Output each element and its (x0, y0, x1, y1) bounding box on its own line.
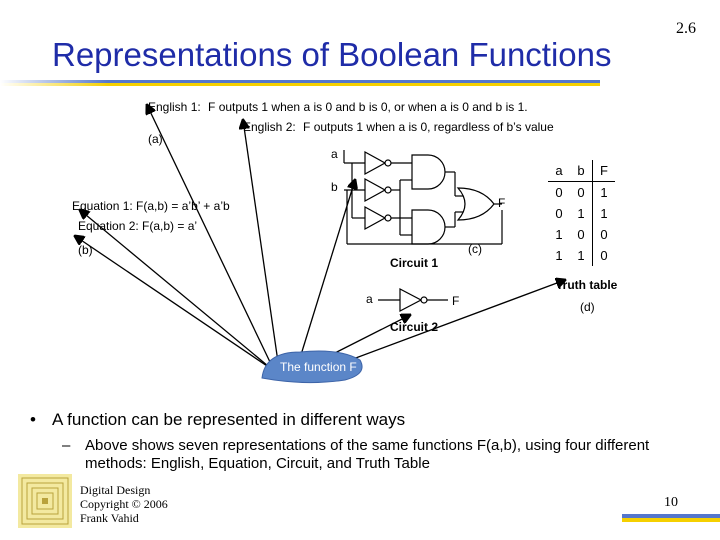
circuit2-output-label: F (452, 294, 460, 308)
circuit2-label: Circuit 2 (390, 320, 439, 334)
page-number: 10 (664, 495, 678, 510)
truth-table-label: Truth table (556, 278, 618, 292)
inverter-icon (364, 177, 387, 203)
truth-table: a b F 0 0 1 0 1 1 1 0 0 1 1 0 (548, 160, 615, 266)
table-row: 1 0 0 (548, 224, 615, 245)
inverter-icon (364, 150, 387, 176)
slide-section-number: 2.6 (676, 20, 696, 37)
arrow-to-english1 (147, 105, 271, 363)
inverter-bubble-icon (420, 296, 428, 304)
and-gate-icon (411, 209, 446, 245)
inverter-bubble-icon (384, 186, 392, 194)
english2: English 2: F outputs 1 when a is 0, rega… (243, 120, 554, 134)
inverter-bubble-icon (384, 214, 392, 222)
equations-tag: (b) (78, 243, 93, 257)
equation1: Equation 1: F(a,b) = a’b’ + a’b (72, 199, 230, 213)
arrows (75, 105, 565, 369)
title-underline-yellow (0, 83, 600, 86)
sub-bullet-dash: – (62, 437, 71, 454)
english2-text: F outputs 1 when a is 0, regardless of b… (303, 120, 554, 134)
tt-cell: 0 (570, 181, 593, 203)
truth-table-tag: (d) (580, 300, 595, 314)
english2-label: English 2: (243, 120, 296, 134)
circuit1-output-label: F (498, 196, 506, 210)
circuit1-label: Circuit 1 (390, 256, 439, 270)
or-gate-icon (456, 187, 495, 221)
arrow-to-circuit1 (299, 180, 355, 359)
tt-cell: 0 (600, 227, 608, 242)
tt-header-f: F (592, 160, 615, 182)
english-tag: (a) (148, 132, 163, 146)
arrow-to-circuit2 (324, 315, 410, 359)
circuit1-input-a-label: a (331, 147, 338, 161)
arrow-to-equation1 (80, 210, 269, 367)
function-blob-label: The function F (280, 360, 357, 374)
digital-design-logo-icon (18, 474, 72, 528)
circuit1-drawing (343, 150, 503, 245)
title-underline-blue (0, 80, 600, 83)
tt-cell: 0 (600, 248, 608, 263)
tt-cell: 0 (570, 224, 593, 245)
circuit1-input-b-label: b (331, 180, 338, 194)
tt-header-a: a (548, 160, 570, 182)
arrow-to-english2 (243, 120, 279, 363)
circuit1-tag: (c) (468, 242, 482, 256)
footer-text: Digital Design Copyright © 2006 Frank Va… (80, 483, 200, 525)
footer-line3: Frank Vahid (80, 511, 139, 525)
circuit2-drawing (378, 288, 448, 312)
tt-cell: 0 (555, 185, 563, 200)
footer-line1: Digital Design (80, 483, 151, 497)
english1-label: English 1: (148, 100, 201, 114)
arrow-to-equation2 (75, 236, 271, 369)
tt-cell: 1 (555, 227, 563, 242)
slide-title: Representations of Boolean Functions (52, 36, 612, 73)
bullet-icon: • (30, 410, 36, 429)
inverter-bubble-icon (384, 159, 392, 167)
function-blob (261, 350, 363, 384)
tt-cell: 1 (600, 185, 608, 200)
inverter-icon (364, 205, 387, 231)
equation2: Equation 2: F(a,b) = a’ (78, 219, 198, 233)
bullet-main-text: A function can be represented in differe… (52, 410, 406, 429)
footer-accent-bar (622, 514, 720, 522)
bullet-sub-text: Above shows seven representations of the… (85, 437, 650, 472)
table-row: 1 1 0 (548, 245, 615, 266)
table-row: 0 0 1 (548, 181, 615, 203)
tt-cell: 1 (570, 203, 593, 224)
tt-cell: 1 (570, 245, 593, 266)
english1: English 1: F outputs 1 when a is 0 and b… (148, 100, 528, 114)
arrow-to-truth-table (344, 280, 565, 363)
table-row: 0 1 1 (548, 203, 615, 224)
tt-cell: 1 (555, 248, 563, 263)
tt-cell: 0 (555, 206, 563, 221)
tt-cell: 1 (600, 206, 608, 221)
english1-text: F outputs 1 when a is 0 and b is 0, or w… (208, 100, 528, 114)
circuit2-input-label: a (366, 292, 373, 306)
footer-line2: Copyright © 2006 (80, 497, 168, 511)
tt-header-b: b (570, 160, 593, 182)
inverter-icon (399, 288, 423, 312)
and-gate-icon (411, 154, 446, 190)
